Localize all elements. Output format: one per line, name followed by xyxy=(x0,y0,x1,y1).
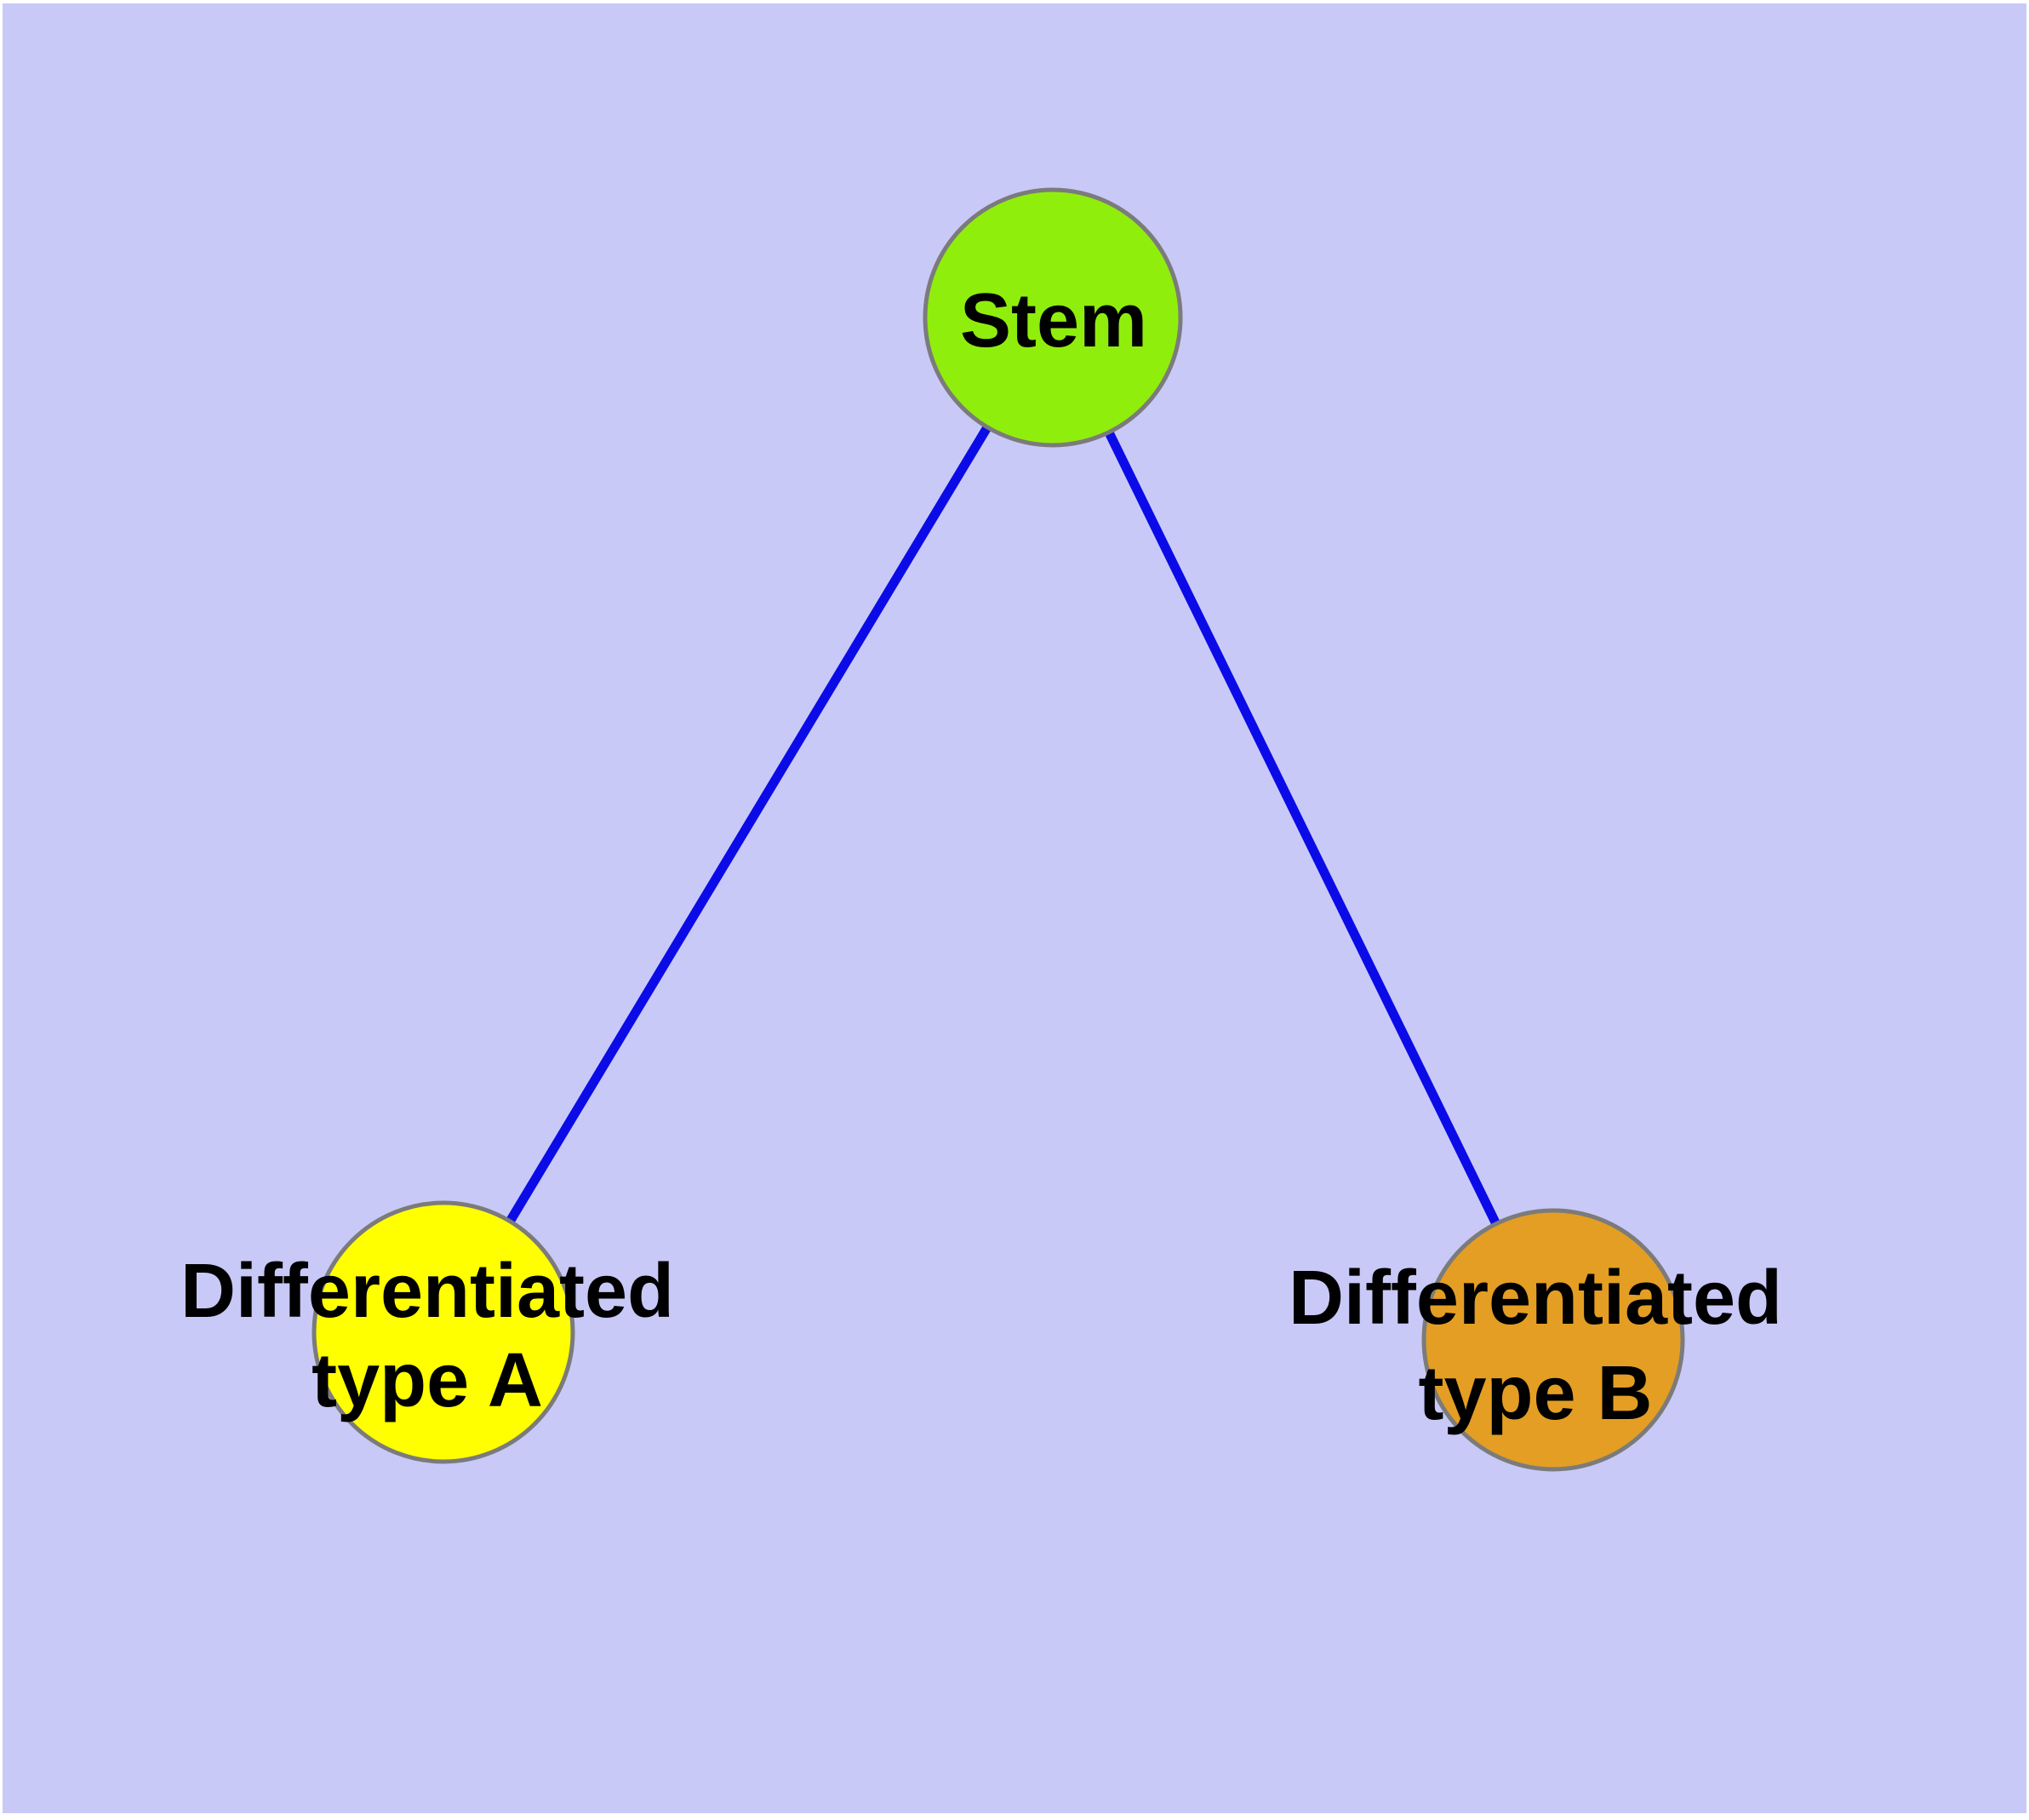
node-stem-label: Stem xyxy=(960,278,1147,363)
edge-stem-to-type-a xyxy=(506,425,992,1224)
edge-stem-to-type-b xyxy=(1105,430,1500,1227)
node-type-b-label-line-2: type B xyxy=(1418,1351,1652,1436)
node-stem xyxy=(923,187,1183,448)
node-differentiated-type-b xyxy=(1421,1208,1685,1472)
node-type-a-label-line-1: Differentiated xyxy=(180,1249,674,1334)
node-type-b-label-line-1: Differentiated xyxy=(1289,1256,1782,1341)
node-type-a-label-line-2: type A xyxy=(311,1338,543,1423)
node-differentiated-type-a xyxy=(311,1200,575,1464)
